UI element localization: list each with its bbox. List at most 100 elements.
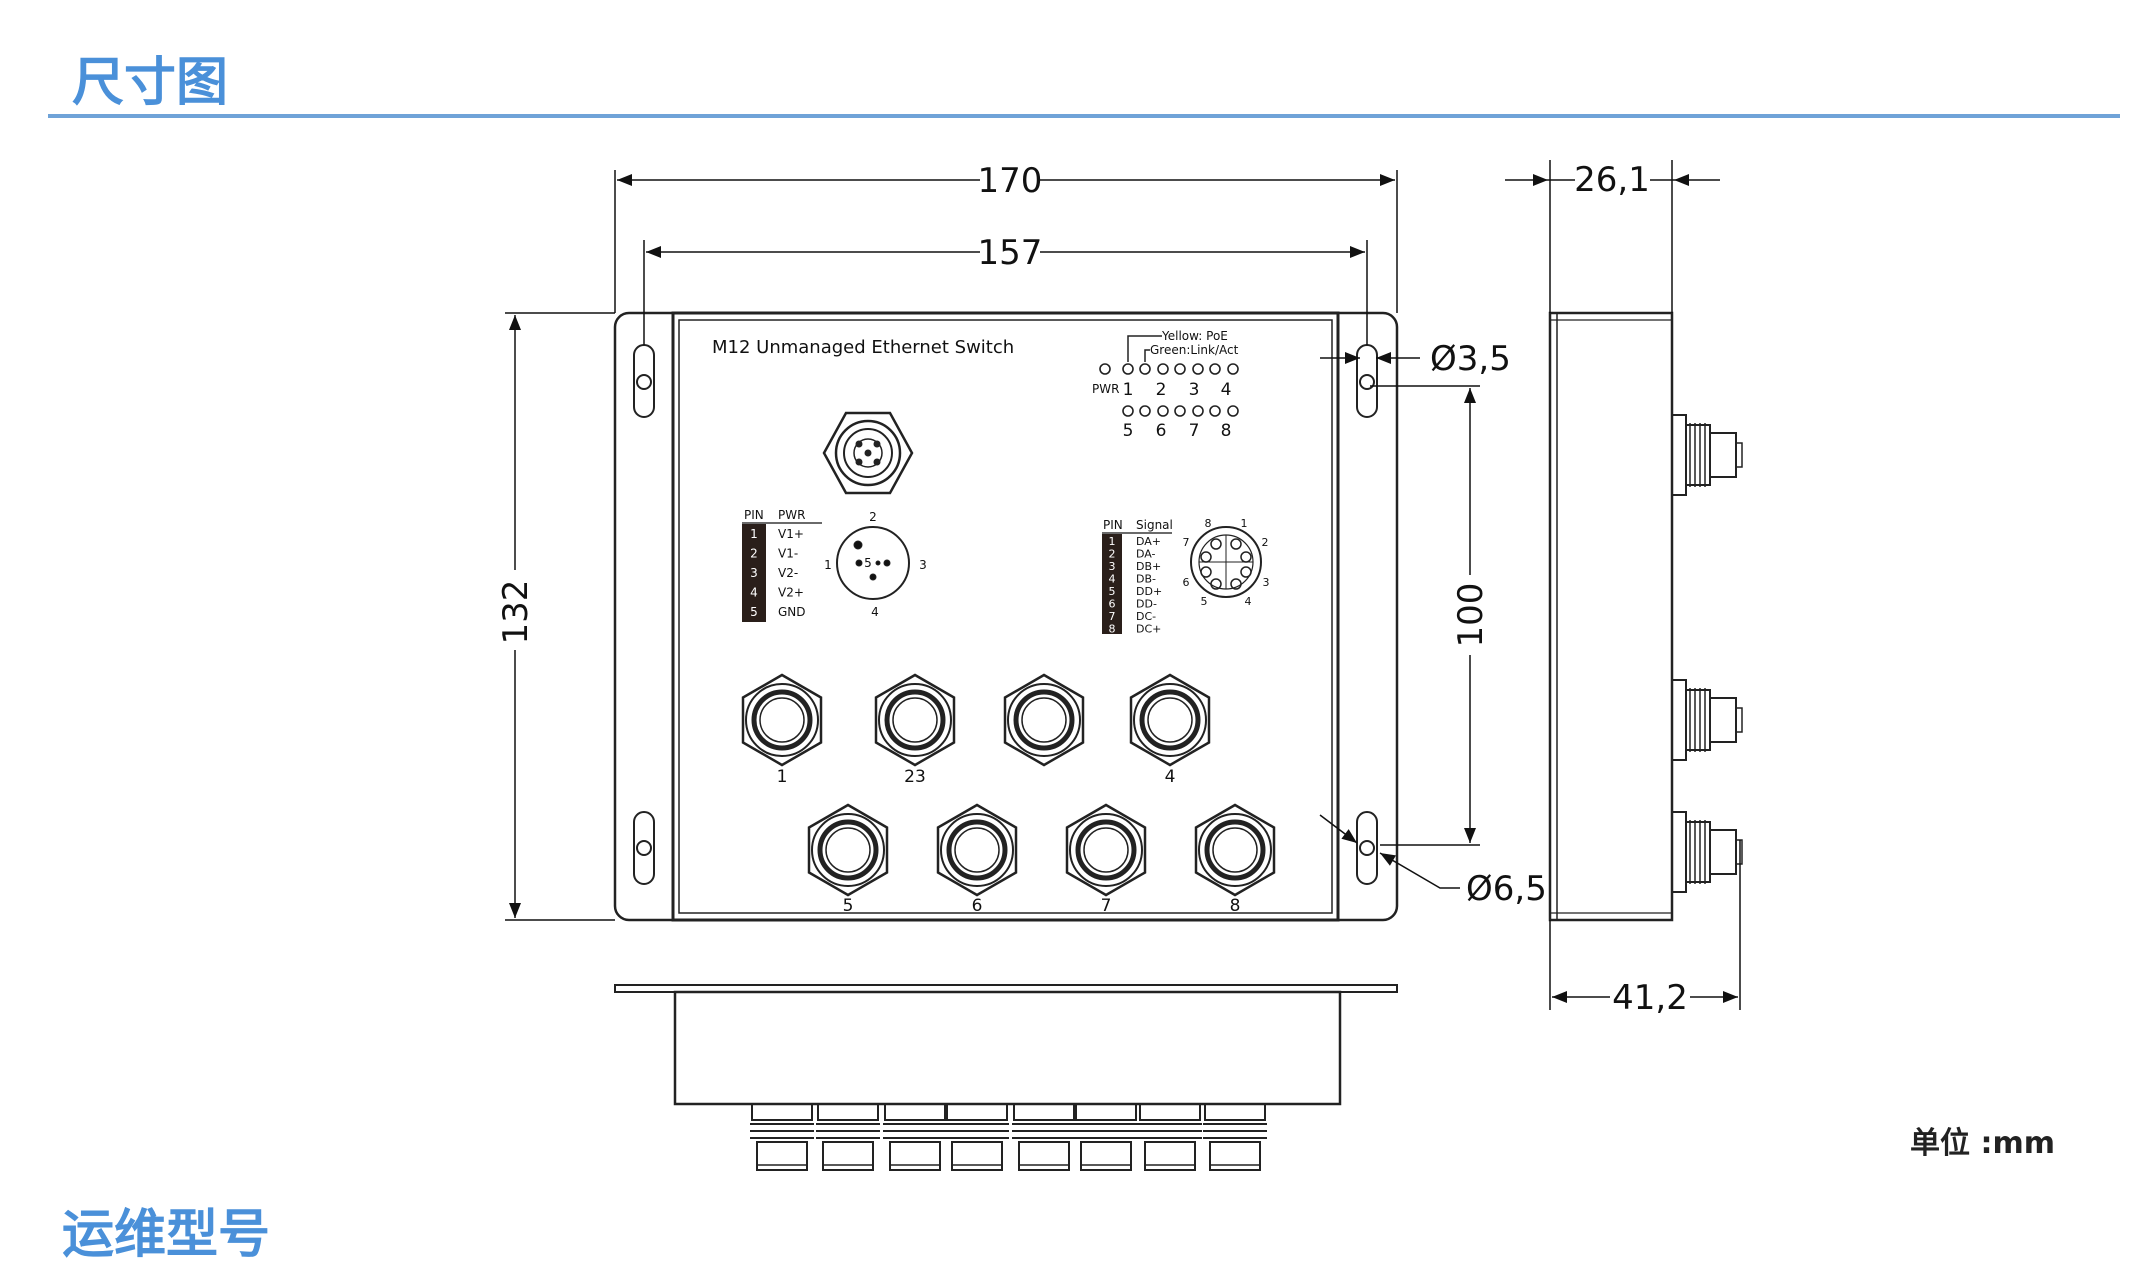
port-label: 5: [843, 896, 854, 916]
power-pin-label: 3: [919, 558, 927, 572]
m12-port: [741, 673, 823, 767]
device-label: M12 Unmanaged Ethernet Switch: [712, 337, 1014, 358]
m12-pin-label: 8: [1205, 517, 1212, 530]
m12-port: [807, 803, 889, 897]
dim-hole-spacing-width: 157: [978, 233, 1043, 273]
pwr-pin-number: 2: [750, 547, 758, 561]
led-number: 4: [1221, 380, 1232, 400]
led-number: 8: [1221, 421, 1232, 441]
power-pin-diagram: [836, 526, 910, 600]
bottom-connector: [816, 1103, 880, 1171]
power-pin-label: 1: [824, 558, 832, 572]
bottom-connector: [1012, 1103, 1076, 1171]
side-view: [1548, 311, 1743, 922]
side-connector: [1671, 414, 1743, 496]
m12-port: [874, 673, 956, 767]
bottom-connector: [1203, 1103, 1267, 1171]
m12-port: [1194, 803, 1276, 897]
m12-port: [936, 803, 1018, 897]
dim-overall-width: 170: [978, 161, 1043, 201]
mounting-slot-bottom-right: [1356, 811, 1378, 885]
led-row-top: [1099, 363, 1239, 375]
signal-table-header: Signal: [1136, 518, 1173, 532]
port-label: 8: [1230, 896, 1241, 916]
power-connector: [822, 411, 914, 495]
signal-pin-function: DB-: [1136, 573, 1156, 586]
side-connector: [1671, 811, 1743, 893]
pwr-table-header: PIN: [744, 508, 764, 522]
signal-table-header: PIN: [1103, 518, 1123, 532]
dim-small-hole: Ø3,5: [1430, 339, 1511, 379]
power-connector-label: 2: [869, 510, 877, 524]
dim-large-hole: Ø6,5: [1466, 869, 1547, 909]
dim-hole-spacing-height: 100: [1451, 583, 1491, 648]
signal-pin-function: DC-: [1136, 610, 1156, 623]
pwr-table-header: PWR: [778, 508, 805, 522]
led-number: 6: [1156, 421, 1167, 441]
led-number: 3: [1189, 380, 1200, 400]
pwr-pin-number: 1: [750, 527, 758, 541]
m12-port: [1129, 673, 1211, 767]
port-label: 7: [1101, 896, 1112, 916]
pwr-pin-function: V1+: [778, 527, 804, 541]
pwr-pin-number: 3: [750, 566, 758, 580]
signal-pin-number: 6: [1109, 598, 1116, 611]
m12-port: [1065, 803, 1147, 897]
port-label: 23: [904, 767, 926, 787]
dimension-drawing: 170 157 132 100 Ø3,5 Ø6,5 26,1 41,2 M12 …: [496, 160, 1743, 1171]
signal-pin-number: 7: [1109, 610, 1116, 623]
led-row-bottom: [1122, 405, 1239, 417]
dim-height: 132: [496, 580, 536, 645]
led-number: 5: [1123, 421, 1134, 441]
unit-note: 单位 :mm: [1910, 1126, 2055, 1161]
ethernet-ports: [741, 673, 1276, 897]
pwr-led-label: PWR: [1092, 382, 1119, 396]
m12-port: [1003, 673, 1085, 767]
dim-side-depth-total: 41,2: [1612, 978, 1688, 1018]
led-number: 2: [1156, 380, 1167, 400]
m12-pin-label: 1: [1241, 517, 1248, 530]
signal-pin-function: DB+: [1136, 560, 1161, 573]
signal-pin-number: 5: [1109, 585, 1116, 598]
power-pin-label: 4: [871, 605, 879, 619]
m12-pin-label: 5: [1201, 595, 1208, 608]
bottom-connector: [1074, 1103, 1138, 1171]
port-label: 4: [1165, 767, 1176, 787]
led-number: 7: [1189, 421, 1200, 441]
signal-pin-number: 2: [1109, 548, 1116, 561]
signal-pin-number: 3: [1109, 560, 1116, 573]
dim-side-depth: 26,1: [1574, 160, 1650, 200]
port-label: 6: [972, 896, 983, 916]
signal-pin-function: DA-: [1136, 548, 1156, 561]
front-view: [613, 311, 1399, 922]
mounting-slot-bottom-left: [633, 811, 655, 885]
m12-pin-label: 3: [1263, 576, 1270, 589]
pwr-pin-function: V2+: [778, 586, 804, 600]
bottom-connector: [945, 1103, 1009, 1171]
m12-pin-label: 4: [1245, 595, 1252, 608]
signal-pin-function: DC+: [1136, 623, 1161, 636]
pwr-pin-number: 4: [750, 586, 758, 600]
mounting-slot-top-right: [1356, 344, 1378, 418]
pwr-pin-function: V1-: [778, 547, 798, 561]
next-section-title: 运维型号: [62, 1205, 271, 1265]
m12-pin-label: 6: [1183, 576, 1190, 589]
bottom-connector: [750, 1103, 814, 1171]
mounting-slot-top-left: [633, 344, 655, 418]
power-pin-label: 5: [864, 556, 872, 570]
title-divider: [48, 114, 2120, 118]
bottom-connector: [1138, 1103, 1202, 1171]
port-label: 1: [777, 767, 788, 787]
pwr-pin-function: GND: [778, 605, 806, 619]
side-connector: [1671, 679, 1743, 761]
signal-pin-function: DA+: [1136, 535, 1161, 548]
bottom-view: [614, 984, 1398, 1171]
led-number: 1: [1123, 380, 1134, 400]
signal-pin-number: 8: [1109, 623, 1116, 636]
pwr-pin-function: V2-: [778, 566, 798, 580]
m12-pin-label: 7: [1183, 536, 1190, 549]
signal-pin-number: 4: [1109, 573, 1116, 586]
led-legend-poe: Yellow: PoE: [1161, 329, 1228, 343]
